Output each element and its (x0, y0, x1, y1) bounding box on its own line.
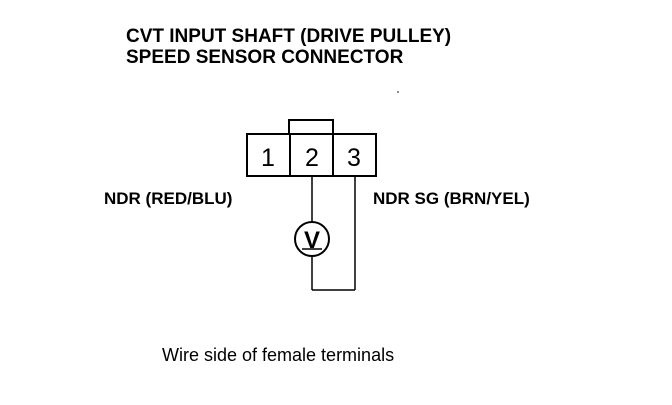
terminal-1-number: 1 (261, 144, 275, 172)
label-ndr-sg-brn-yel: NDR SG (BRN/YEL) (373, 189, 530, 208)
voltmeter-icon: V (294, 221, 330, 257)
voltmeter-circle (294, 221, 330, 257)
voltmeter-symbol: V (304, 227, 320, 254)
title-line-1: CVT INPUT SHAFT (DRIVE PULLEY) (126, 26, 451, 47)
terminal-2-number: 2 (305, 144, 319, 172)
test-leads (311, 176, 356, 291)
title-line-2: SPEED SENSOR CONNECTOR (126, 47, 404, 68)
connector-lock-tab (288, 119, 334, 134)
stray-dot (397, 91, 399, 93)
label-ndr-red-blu: NDR (RED/BLU) (104, 189, 232, 208)
caption-wire-side: Wire side of female terminals (162, 345, 394, 365)
terminal-3-number: 3 (347, 144, 361, 172)
